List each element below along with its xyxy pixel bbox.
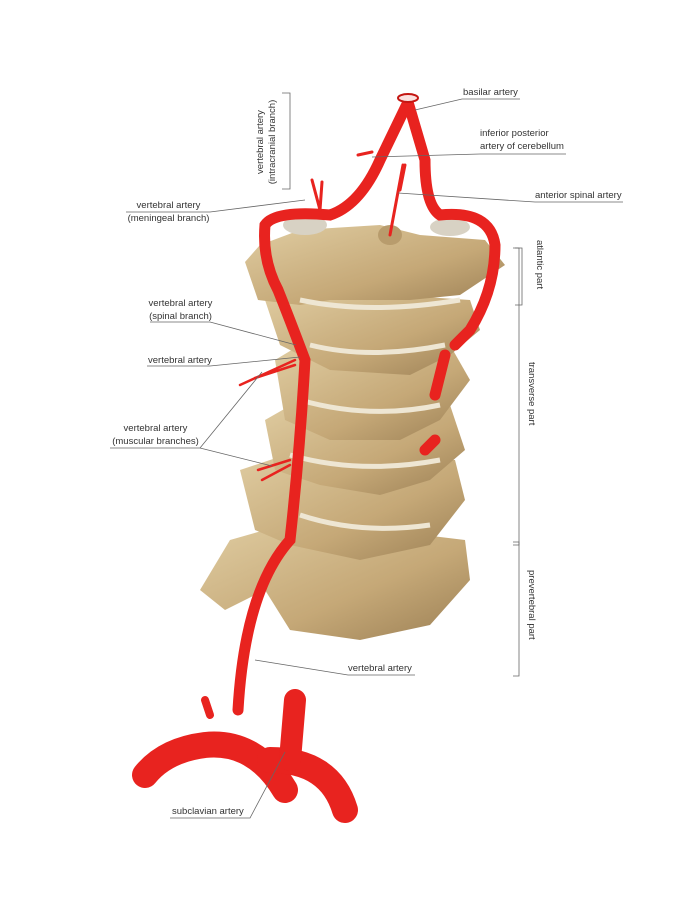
label-line-2: (spinal branch): [149, 311, 212, 322]
label-line-1: vertebral artery: [123, 423, 188, 434]
label-vertebral-artery-lower: vertebral artery: [348, 663, 412, 674]
cervical-vertebrae: [200, 215, 505, 640]
label-atlantic-part: atlantic part: [534, 240, 545, 290]
label-line-1: vertebral artery: [255, 110, 266, 174]
arteries: [132, 93, 501, 823]
label-line-2: (intracranial branch): [267, 99, 278, 185]
label-line-1: vertebral artery: [148, 298, 213, 309]
label-vertebral-artery: vertebral artery: [148, 355, 212, 366]
label-intracranial-branch: vertebral artery (intracranial branch): [255, 94, 279, 190]
label-meningeal-branch: vertebral artery (meningeal branch): [126, 199, 211, 225]
label-line-2: (meningeal branch): [127, 213, 210, 224]
label-muscular-branches: vertebral artery (muscular branches): [108, 422, 203, 448]
leader-lines: [110, 92, 623, 819]
label-anterior-spinal-artery: anterior spinal artery: [535, 190, 622, 201]
label-inferior-posterior: inferior posterior: [480, 128, 549, 139]
label-artery-of-cerebellum: artery of cerebellum: [480, 141, 564, 152]
label-subclavian-artery: subclavian artery: [172, 806, 244, 817]
label-spinal-branch: vertebral artery (spinal branch): [148, 297, 213, 323]
label-transverse-part: transverse part: [526, 362, 537, 426]
label-basilar-artery: basilar artery: [463, 87, 518, 98]
label-line-2: (muscular branches): [112, 436, 199, 447]
label-line-1: vertebral artery: [136, 200, 201, 211]
label-prevertebral-part: prevertebral part: [526, 570, 537, 640]
